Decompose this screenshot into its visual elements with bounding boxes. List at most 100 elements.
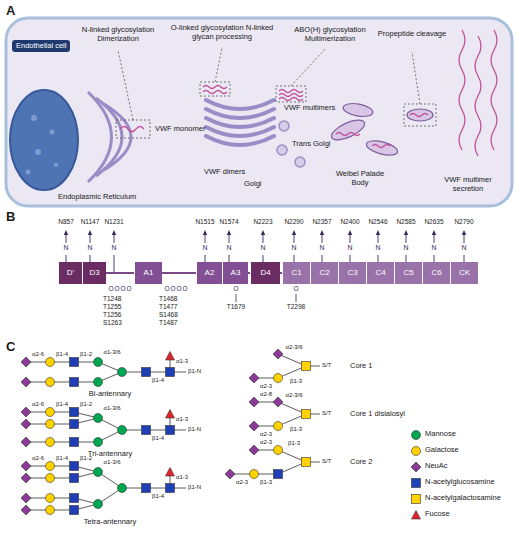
weibel-palade-body — [329, 116, 368, 144]
site-stalk — [205, 255, 206, 262]
arrow-head — [203, 230, 207, 235]
site-label: N1515 — [195, 218, 214, 225]
linkage-label: S/T — [322, 362, 331, 369]
arrow-head — [292, 230, 296, 235]
mannose-galactose-circle — [46, 462, 55, 471]
site-arrow — [322, 234, 323, 243]
site-stalk — [434, 255, 435, 262]
site-stalk — [114, 255, 115, 273]
weibel-palade-body — [365, 138, 399, 158]
neuac-diamond — [21, 377, 31, 387]
hexnac-square — [302, 410, 311, 419]
organelle-label: VWF multimer secretion — [432, 176, 504, 193]
mannose-galactose-circle — [94, 358, 103, 367]
vwf-strand — [120, 30, 497, 156]
node-text: C6 — [431, 269, 441, 278]
site-arrow — [236, 294, 237, 302]
site-label: T1256 — [103, 311, 121, 318]
site-stalk — [406, 255, 407, 262]
domain-box: A3 — [222, 262, 248, 284]
linkage-label: α1-3 — [176, 358, 188, 365]
vwf-strand — [491, 30, 497, 150]
linkage-label: β1-2 — [80, 455, 92, 462]
linkage-label: α2-3/6 — [285, 392, 302, 399]
site-label: N2546 — [368, 218, 387, 225]
mannose-galactose-circle — [46, 420, 55, 429]
dashed-callout — [404, 104, 436, 126]
o-glycan-mark: O — [176, 285, 181, 292]
vwf-strand — [410, 114, 428, 117]
legend-swatch — [410, 429, 422, 441]
domain-box: D4 — [250, 262, 280, 284]
vesicle — [279, 121, 289, 131]
vwf-strand — [459, 30, 465, 150]
legend-swatch — [410, 477, 422, 489]
vwf-strand — [279, 90, 303, 93]
node-text: C1 — [291, 269, 301, 278]
cell-label-box: Endothelial cell — [12, 40, 70, 52]
cell-membrane — [6, 18, 512, 206]
linker-line — [106, 272, 134, 274]
dashed-callout — [276, 86, 306, 102]
linkage-label: β1-N — [188, 484, 201, 491]
domain-box: CK — [450, 262, 478, 284]
o-glycan-mark: O — [182, 285, 187, 292]
endoplasmic-reticulum — [88, 92, 131, 182]
site-arrow — [294, 234, 295, 243]
site-arrow — [66, 234, 67, 243]
o-glycan-mark: O — [233, 285, 238, 292]
node-text: D4 — [260, 269, 270, 278]
hexnac-square — [70, 438, 79, 447]
vesicle — [295, 157, 305, 167]
node-text: C3 — [347, 269, 357, 278]
linkage-label: α1-3/6 — [103, 459, 120, 466]
arrow-head — [432, 230, 436, 235]
n-glycan-mark: N — [319, 244, 324, 252]
cell-membrane — [6, 18, 512, 206]
site-label: N2400 — [340, 218, 359, 225]
nucleus — [31, 115, 37, 121]
golgi — [206, 109, 274, 118]
organelle-label: Weibel Palade Body — [331, 170, 389, 187]
site-label: T1255 — [103, 303, 121, 310]
linkage-label: β1-2 — [80, 401, 92, 408]
arrow-head — [112, 230, 116, 235]
n-glycan-mark: N — [111, 244, 116, 252]
neuac-diamond — [21, 473, 31, 483]
organelle-label: VWF dimers — [204, 168, 245, 177]
linkage-label: α2-3 — [236, 479, 248, 486]
linkage-label: α1-3/6 — [103, 349, 120, 356]
arrow-head — [404, 230, 408, 235]
domain-box: C2 — [310, 262, 338, 284]
arrow-head — [462, 230, 466, 235]
site-arrow — [90, 234, 91, 243]
vesicle — [277, 145, 287, 155]
weibel-palade-body — [407, 109, 433, 121]
site-arrow — [114, 234, 115, 243]
golgi — [206, 100, 274, 145]
bond-line — [122, 430, 186, 431]
legend-swatch — [412, 430, 421, 439]
arrow-head — [261, 230, 265, 235]
site-label: N1231 — [104, 218, 123, 225]
n-glycan-mark: N — [226, 244, 231, 252]
legend-swatch — [412, 510, 421, 519]
legend-swatch — [410, 509, 422, 521]
site-label: T1477 — [159, 303, 177, 310]
mannose-galactose-circle — [94, 378, 103, 387]
site-label: N2290 — [284, 218, 303, 225]
neuac-diamond — [249, 421, 259, 431]
n-glycan-mark: N — [87, 244, 92, 252]
site-label: T1468 — [159, 295, 177, 302]
node-text: D' — [67, 269, 74, 278]
domain-box: C4 — [366, 262, 394, 284]
golgi — [206, 118, 274, 127]
node-text: Endothelial cell — [16, 42, 66, 50]
n-glycan-mark: N — [461, 244, 466, 252]
neuac-diamond — [249, 373, 259, 383]
process-note: Propeptide cleavage — [376, 30, 448, 39]
linkage-label: β1-4 — [152, 435, 164, 442]
arrow-head — [88, 230, 92, 235]
node-text: C4 — [375, 269, 385, 278]
linkage-label: α2-3 — [260, 431, 272, 438]
